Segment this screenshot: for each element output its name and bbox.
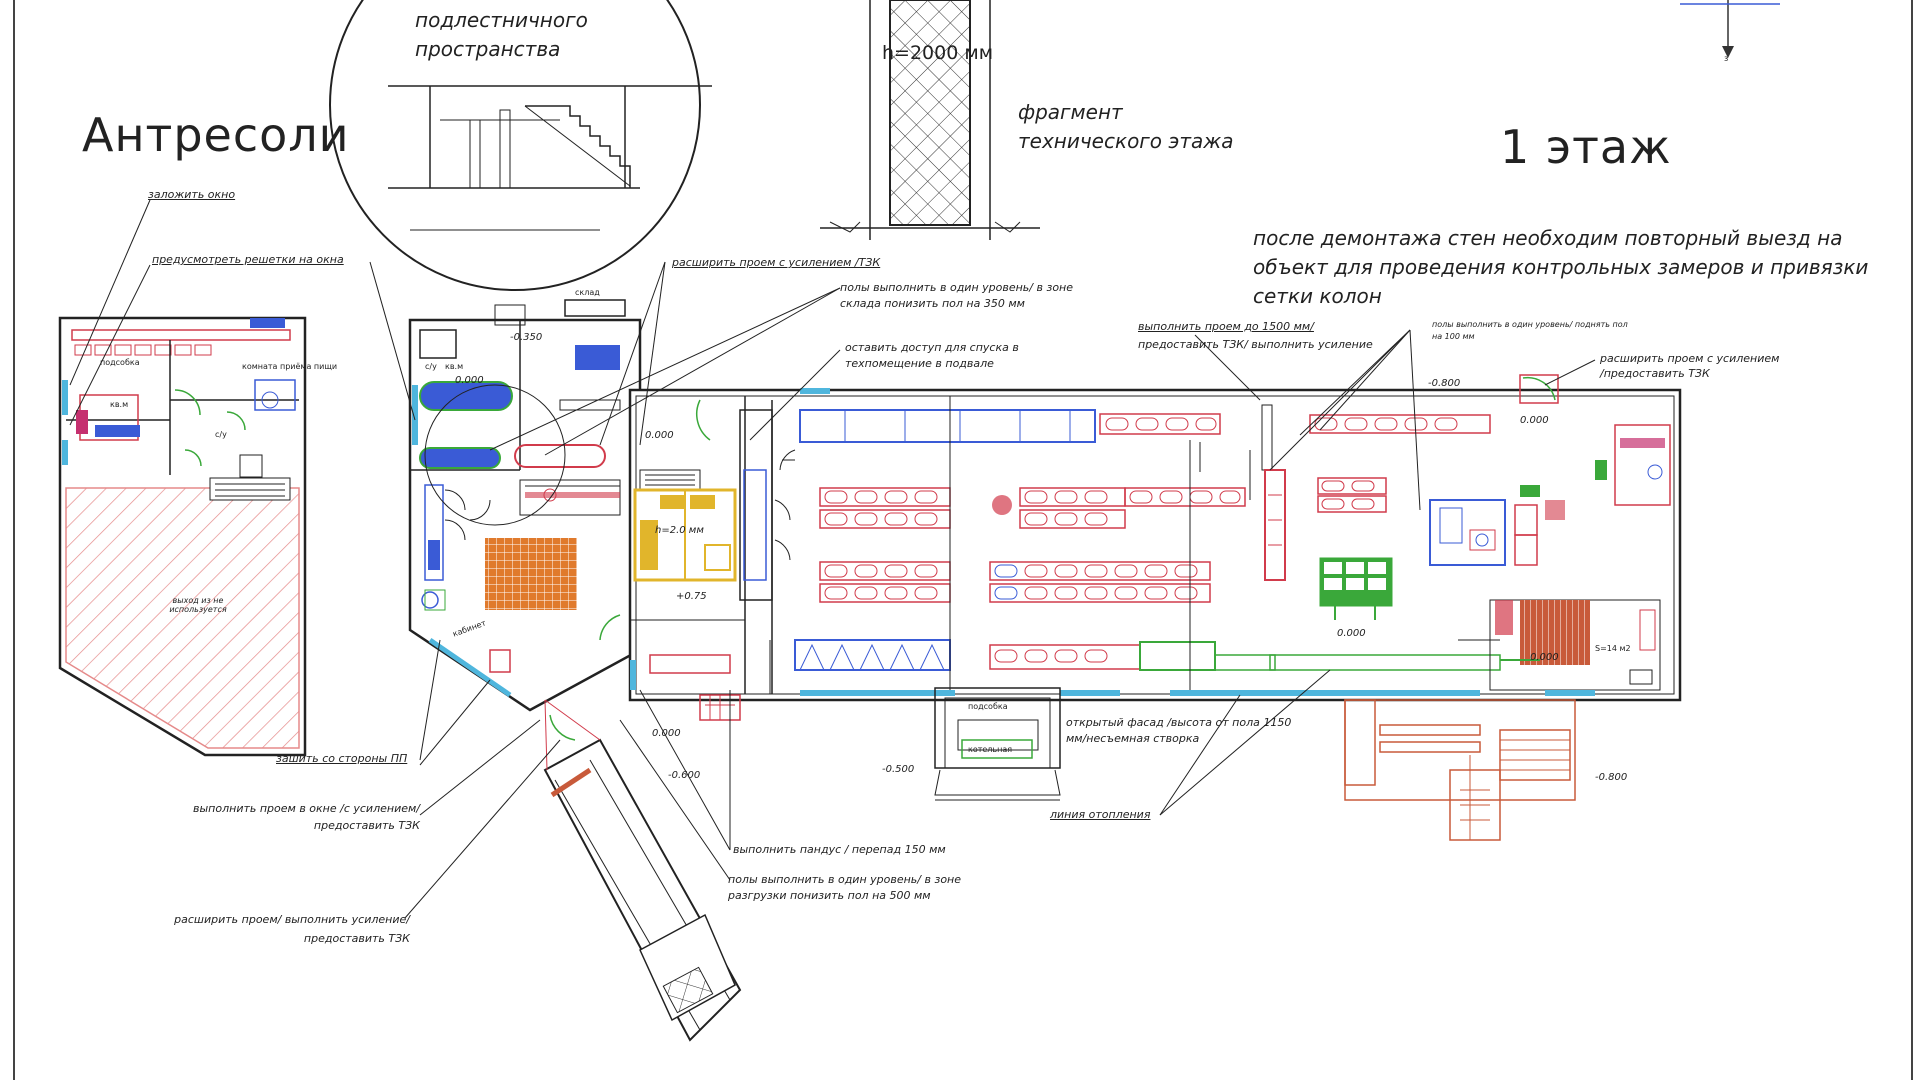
- room-label: подсобка: [968, 702, 1008, 711]
- level-mark: -0.600: [668, 770, 701, 781]
- note-widen-reinforce-2: расширить проем/ выполнить усиление/: [174, 913, 410, 926]
- note-basement-access-b: техпомещение в подвале: [845, 357, 994, 370]
- level-mark: 0.000: [455, 375, 484, 386]
- room-label: с/у: [215, 430, 227, 439]
- room-label: комната приёма пищи: [242, 362, 338, 371]
- main-note: после демонтажа стен необходим повторный…: [1253, 226, 1869, 308]
- note-basement-access: оставить доступ для спуска в: [845, 341, 1019, 354]
- page-frame: [13, 0, 1913, 1080]
- note-opening-1500: выполнить проем до 1500 мм/: [1138, 320, 1314, 333]
- loading-ramp: [543, 699, 742, 1042]
- level-mark: -0.800: [1428, 378, 1461, 389]
- note-unloading-floor-b: разгрузки понизить пол на 500 мм: [728, 889, 931, 902]
- tech-floor-line2: технического этажа: [1018, 129, 1234, 153]
- mezzanine-plan: [58, 316, 307, 757]
- tech-floor-fragment: [820, 0, 1040, 240]
- room-label: подсобка: [100, 358, 140, 367]
- level-mark: -0.500: [882, 764, 915, 775]
- north-label: з: [1724, 54, 1729, 63]
- room-label: S=14 м2: [1595, 644, 1631, 653]
- note-heating-line: линия отопления: [1050, 808, 1151, 821]
- note-widen-reinforce-b: /предоставить ТЗК: [1600, 367, 1710, 380]
- level-mark: -0.800: [1595, 772, 1628, 783]
- room-label: котельная: [968, 745, 1013, 754]
- note-brick-window: заложить окно: [148, 188, 236, 201]
- note-widen-reinforce-2b: предоставить ТЗК: [303, 932, 410, 945]
- staircase-block: [408, 299, 642, 712]
- note-unloading-floor: полы выполнить в один уровень/ в зоне: [728, 873, 962, 886]
- note-open-facade-b: мм/несъемная створка: [1066, 732, 1200, 745]
- note-widen-reinforce: расширить проем с усилением: [1600, 352, 1780, 365]
- note-window-opening: выполнить проем в окне /с усилением/: [193, 802, 420, 815]
- level-mark: h=2.0 мм: [655, 525, 704, 536]
- level-mark: 0.000: [1520, 415, 1549, 426]
- level-mark: -0.350: [510, 332, 543, 343]
- north-arrow-icon: [1680, 0, 1780, 58]
- stair-space-line1: подлестничного: [415, 8, 588, 32]
- level-mark: 0.000: [652, 728, 681, 739]
- room-label: кв.м: [110, 400, 129, 409]
- note-ramp: выполнить пандус / перепад 150 мм: [733, 843, 946, 856]
- room-label: склад: [575, 288, 600, 297]
- note-window-grilles: предусмотреть решетки на окна: [152, 253, 344, 266]
- height-label: h=2000 мм: [882, 42, 994, 64]
- level-mark: 0.000: [1337, 628, 1366, 639]
- note-floors-level-1b: склада понизить пол на 350 мм: [840, 297, 1025, 310]
- note-open-facade: открытый фасад /высота от пола 1150: [1066, 716, 1292, 729]
- note-opening-1500-b: предоставить ТЗК/ выполнить усиление: [1138, 338, 1373, 351]
- level-mark: +0.75: [676, 591, 707, 602]
- floor-title: 1 этаж: [1500, 120, 1672, 174]
- room-label: с/у: [425, 362, 437, 371]
- level-mark: 0.000: [1530, 652, 1559, 663]
- note-window-opening-b: предоставить ТЗК: [313, 819, 420, 832]
- room-label: кв.м: [445, 362, 464, 371]
- room-label: выход из не используется: [169, 596, 227, 614]
- tech-floor-line1: фрагмент: [1018, 100, 1123, 124]
- entrance-stairs: [1344, 699, 1576, 841]
- note-widen-opening: расширить проем с усилением /ТЗК: [672, 256, 881, 269]
- stair-space-line2: пространства: [415, 37, 561, 61]
- main-floor-plan: [628, 374, 1682, 801]
- note-raise-floor: полы выполнить в один уровень/ поднять п…: [1432, 320, 1628, 329]
- leader-lines: [69, 199, 1596, 919]
- note-raise-floor-b: на 100 мм: [1432, 332, 1475, 341]
- stair-detail-circle: [329, 0, 712, 291]
- level-mark: 0.000: [645, 430, 674, 441]
- mezzanine-title: Антресоли: [82, 108, 350, 162]
- note-seal-pp: зашить со стороны ПП: [276, 752, 408, 765]
- note-floors-level-1: полы выполнить в один уровень/ в зоне: [840, 281, 1074, 294]
